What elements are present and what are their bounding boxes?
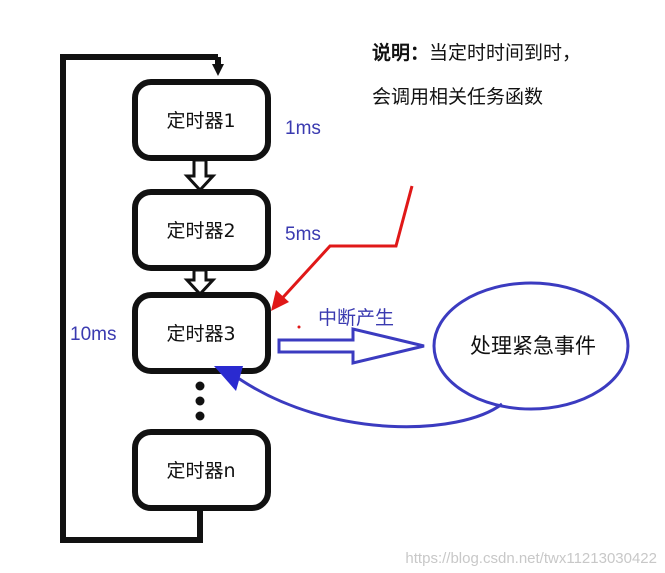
note-line-2: 会调用相关任务函数 xyxy=(372,82,543,109)
interrupt-label: 中断产生 xyxy=(318,307,394,329)
timer-box-n xyxy=(132,429,271,511)
red-dot xyxy=(297,325,301,329)
interval-label-3: 10ms xyxy=(70,324,116,345)
ellipsis-dot xyxy=(195,381,205,391)
return-arrow-head xyxy=(214,366,243,391)
timer-box-3 xyxy=(132,292,271,374)
timer-label-n: 定时器n xyxy=(166,460,235,482)
timer-box-1 xyxy=(132,79,271,161)
handler-label: 处理紧急事件 xyxy=(470,334,596,358)
ellipsis-dot xyxy=(195,411,205,421)
note-text-2: 会调用相关任务函数 xyxy=(372,86,544,108)
note-title: 说明 xyxy=(372,42,411,64)
down-arrow-2-3 xyxy=(183,268,217,297)
timer-label-3: 定时器3 xyxy=(166,323,235,345)
return-curve xyxy=(237,376,503,429)
loop-arrow-head xyxy=(212,64,224,76)
note-colon: ： xyxy=(410,42,430,64)
watermark: https://blog.csdn.net/twx11213030422 xyxy=(405,550,657,567)
interval-label-2: 5ms xyxy=(285,224,321,245)
timer-box-2 xyxy=(132,189,271,271)
timer-label-2: 定时器2 xyxy=(166,220,235,242)
loop-line xyxy=(60,54,218,543)
to-handler-arrow xyxy=(277,327,425,365)
ellipsis-dot xyxy=(195,396,205,406)
note-line-1: 说明：当定时时间到时， xyxy=(372,38,581,65)
handler-ellipse xyxy=(432,281,630,411)
interval-label-1: 1ms xyxy=(285,118,321,139)
down-arrow-1-2 xyxy=(183,158,217,193)
timer-label-1: 定时器1 xyxy=(166,110,235,132)
interrupt-arrow-head xyxy=(271,290,289,311)
note-text-1: 当定时时间到时， xyxy=(429,42,582,64)
interrupt-lightning xyxy=(274,185,414,307)
